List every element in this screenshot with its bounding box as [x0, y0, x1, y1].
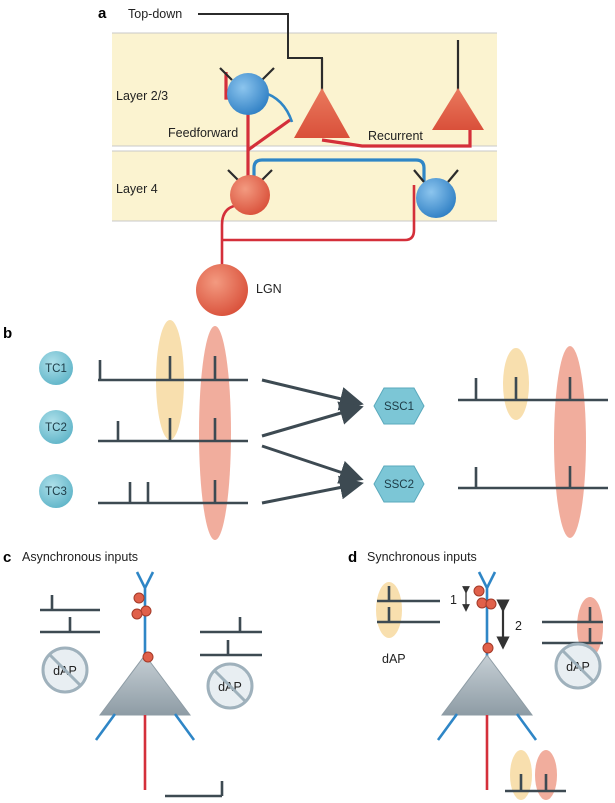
feedforward-label: Feedforward	[168, 126, 238, 140]
panel-a-letter: a	[98, 5, 107, 22]
panel-b-letter: b	[3, 325, 12, 342]
distance-label-1: 1	[450, 593, 457, 607]
c-synapse	[133, 592, 145, 604]
panel-c-letter: c	[3, 549, 11, 566]
ssc1-spike-train	[458, 377, 608, 402]
panel-d-title: Synchronous inputs	[367, 550, 477, 564]
tc3-row: TC3	[39, 474, 248, 508]
layer23-label: Layer 2/3	[116, 89, 168, 103]
lgn-cell	[196, 264, 248, 316]
c-dap-blocked-right: dAP	[206, 662, 254, 710]
ssc1-cell	[373, 387, 425, 425]
arrow-tc2-ssc1	[261, 401, 364, 438]
ssc2-label: SSC2	[384, 479, 414, 491]
tc1-cell	[39, 351, 73, 385]
panel-c-title: Asynchronous inputs	[22, 550, 138, 564]
c-synapse	[142, 651, 154, 663]
d-input-train-3	[542, 607, 603, 624]
tc1-row: TC1	[39, 351, 248, 385]
l4-interneuron	[416, 178, 456, 218]
d-dap-blocked: dAP	[554, 642, 602, 690]
c-input-train-4	[200, 640, 262, 657]
top-down-label: Top-down	[128, 7, 182, 21]
no-entry-slash	[561, 649, 595, 683]
ssc1-label: SSC1	[384, 401, 414, 413]
d-dap-label: dAP	[382, 652, 406, 666]
no-entry-slash	[48, 653, 82, 687]
no-entry-slash	[213, 669, 247, 703]
l4-spiny-stellate-cell	[230, 175, 270, 215]
tc2-spike-train	[98, 418, 248, 443]
l4-interneuron-axon	[252, 158, 426, 182]
distance-label-2: 2	[515, 619, 522, 633]
tc3-spike-train	[98, 480, 248, 505]
d-synapse	[485, 598, 497, 610]
l23-pyramidal-cell	[294, 88, 350, 138]
lgn-to-l4-interneuron-axon	[222, 185, 416, 242]
c-input-train-3	[200, 617, 262, 634]
c-synapse	[140, 605, 152, 617]
ssc-output-window-pink	[554, 346, 586, 538]
c-dap-blocked-left: dAP	[41, 646, 89, 694]
d-synapse	[476, 597, 488, 609]
d-synapse	[473, 585, 485, 597]
d-input-train-4	[542, 628, 603, 645]
d-synapse	[482, 642, 494, 654]
tc2-label: TC2	[45, 422, 67, 434]
tc1-spike-train	[98, 356, 248, 382]
d-input-train-1	[377, 586, 440, 603]
arrow-tc3-ssc2	[261, 475, 364, 505]
tc3-cell	[39, 474, 73, 508]
l23-interneuron	[227, 73, 269, 115]
recurrent-label: Recurrent	[368, 129, 423, 143]
tc2-row: TC2	[39, 410, 248, 444]
d-output-train	[505, 774, 566, 793]
c-soma	[99, 654, 191, 716]
ssc2-spike-train	[458, 466, 608, 490]
arrow-tc2-ssc2	[261, 444, 364, 484]
tc2-cell	[39, 410, 73, 444]
c-input-train-2	[40, 617, 100, 634]
c-synapse	[131, 608, 143, 620]
d-soma	[441, 654, 533, 716]
recurrent-axon	[321, 128, 472, 148]
tc3-label: TC3	[45, 486, 67, 498]
tc1-label: TC1	[45, 363, 67, 375]
c-basal-dendrites	[94, 713, 196, 741]
arrow-tc1-ssc1	[261, 378, 364, 411]
lgn-label: LGN	[256, 282, 282, 296]
c-output-train	[165, 781, 224, 798]
c-input-train-1	[40, 595, 100, 612]
panel-d-letter: d	[348, 549, 357, 566]
ssc2-cell	[373, 465, 425, 503]
d-basal-dendrites	[436, 713, 538, 741]
layer4-label: Layer 4	[116, 182, 158, 196]
l23-pyramidal-cell-2	[432, 88, 484, 130]
d-input-train-2	[377, 607, 440, 624]
feedforward-axon-to-pyramid	[247, 118, 291, 152]
